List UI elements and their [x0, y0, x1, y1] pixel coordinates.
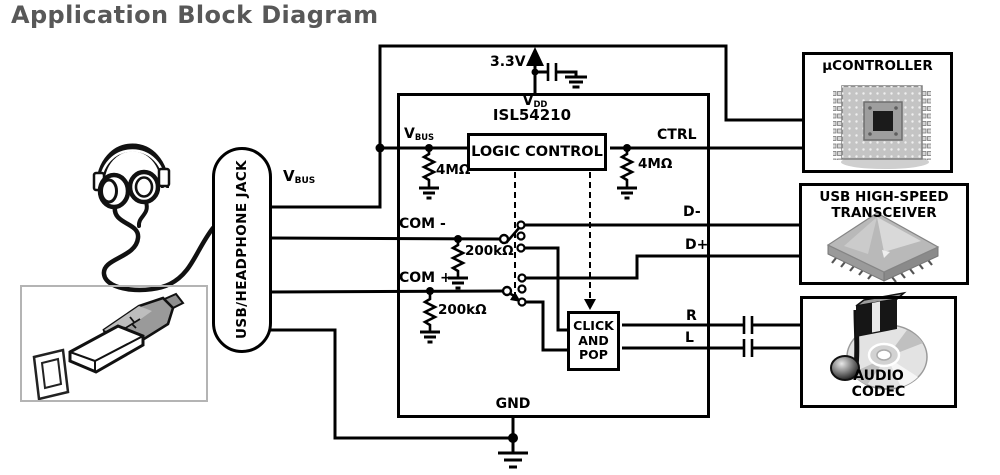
ground-symbols: [419, 75, 637, 469]
click-pop-line2: AND: [578, 332, 609, 348]
vbus-jack-main: V: [283, 167, 295, 185]
wires: [269, 44, 802, 453]
switch-com-minus: [498, 220, 526, 253]
transceiver-label-line1: USB HIGH-SPEED: [819, 189, 949, 205]
vdd-sub: DD: [533, 99, 548, 109]
wire-d-plus: [526, 254, 799, 280]
chip-name-label: ISL54210: [492, 106, 572, 124]
resistor-200k-com-plus-label: 200kΩ: [438, 302, 487, 318]
microcontroller-label: µCONTROLLER: [822, 58, 933, 74]
logic-control-block: LOGIC CONTROL: [467, 133, 607, 171]
wire-sw2-clickpop: [526, 300, 568, 352]
resistor-200k-com-minus: [450, 239, 466, 278]
vdd-pin-label: VDD: [523, 94, 548, 109]
isl54210-chip-outline: [397, 93, 710, 418]
transceiver-label: USB HIGH-SPEED TRANSCEIVER: [802, 186, 966, 221]
usb-headphone-jack: USB/HEADPHONE JACK: [212, 147, 272, 353]
junction-dots: [375, 68, 631, 443]
vbus-pin-label: VBUS: [404, 127, 434, 142]
supply-voltage-label: 3.3V: [490, 54, 526, 70]
gnd-pin-label: GND: [495, 396, 531, 412]
click-pop-line1: CLICK: [573, 318, 614, 334]
ctrl-pin-label: CTRL: [657, 127, 697, 143]
vdd-main: V: [522, 93, 534, 109]
com-plus-pin-label: COM +: [399, 270, 452, 286]
gnd-cap: [565, 75, 587, 89]
logic-control-label: LOGIC CONTROL: [471, 144, 603, 160]
gnd-main: [498, 451, 528, 469]
com-minus-pin-label: COM -: [399, 216, 446, 232]
resistor-4m-vbus-label: 4MΩ: [436, 162, 471, 178]
l-pin-label: L: [685, 330, 694, 346]
microcontroller-chip-icon: [833, 85, 931, 169]
vbus-pin-sub: BUS: [414, 132, 435, 142]
wire-sw1-clickpop: [525, 246, 568, 332]
audio-codec-icon: [830, 291, 928, 390]
vbus-jack-label: VBUS: [283, 167, 316, 186]
usb-connector-image-frame: [20, 285, 208, 402]
wire-cap-gnd: [557, 70, 578, 77]
switch-com-plus: [501, 273, 527, 307]
gnd-r2: [617, 186, 637, 200]
jack-label: USB/HEADPHONE JACK: [234, 160, 250, 340]
audio-codec-block: AUDIO CODEC: [800, 296, 957, 408]
gnd-r3: [448, 276, 468, 290]
clickpop-arrow-icon: [584, 299, 596, 310]
resistor-4m-vbus: [421, 148, 437, 188]
page-title: Application Block Diagram: [11, 1, 379, 29]
resistor-200k-com-plus: [422, 291, 438, 332]
d-minus-pin-label: D-: [683, 204, 701, 220]
wire-vbus-route: [270, 44, 802, 209]
transceiver-label-line2: TRANSCEIVER: [831, 204, 937, 221]
gnd-r1: [419, 186, 439, 200]
resistor-4m-ctrl: [619, 148, 635, 188]
resistor-200k-com-minus-label: 200kΩ: [465, 243, 514, 259]
power-arrow-icon: [526, 47, 544, 66]
headphones-icon: [92, 143, 216, 293]
click-and-pop-block: CLICK AND POP: [567, 311, 620, 371]
transceiver-chip-icon: [826, 212, 940, 283]
r-pin-label: R: [686, 308, 697, 324]
vbus-pin-main: V: [404, 126, 415, 142]
gnd-r4: [420, 330, 440, 344]
d-plus-pin-label: D+: [685, 237, 709, 253]
wire-com-plus: [269, 289, 504, 294]
audio-codec-label: AUDIO CODEC: [851, 368, 906, 400]
usb-transceiver-block: USB HIGH-SPEED TRANSCEIVER: [799, 183, 969, 285]
usb-plug-icon: [32, 292, 185, 401]
resistor-4m-ctrl-label: 4MΩ: [638, 156, 673, 172]
vbus-jack-sub: BUS: [294, 176, 316, 186]
wire-jack-gnd: [270, 328, 513, 440]
click-pop-line3: POP: [579, 347, 608, 363]
microcontroller-block: µCONTROLLER: [802, 52, 953, 173]
resistors: [421, 148, 635, 332]
